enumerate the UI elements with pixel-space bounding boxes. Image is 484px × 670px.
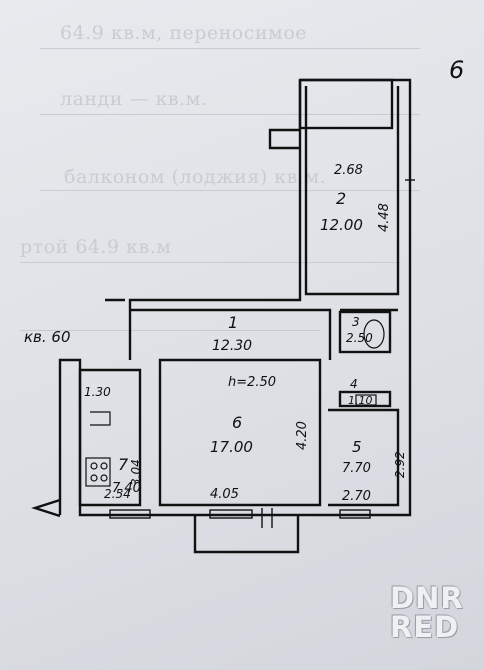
form-line: [40, 48, 420, 49]
background-form-text: балконом (лоджия) кв.м.: [64, 166, 327, 188]
form-line: [40, 190, 420, 191]
room-area: 17.00: [210, 438, 253, 456]
room-number: 2: [336, 189, 346, 208]
room-number: 4: [350, 377, 358, 391]
form-line: [40, 114, 420, 115]
form-line: [20, 330, 320, 331]
background-form-text: ланди — кв.м.: [60, 88, 208, 110]
room-number: 6: [232, 413, 242, 432]
dim-label: 2.70: [342, 489, 371, 504]
room-number: 1: [228, 313, 238, 332]
dim-label: 4.20: [295, 421, 310, 450]
background-form-text: 64.9 кв.м, переносимое: [60, 22, 307, 44]
room-number: 5: [352, 438, 362, 456]
dim-label: 4.48: [377, 203, 392, 232]
watermark-logo: DNR RED: [390, 581, 464, 644]
room-area: 2.50: [346, 331, 373, 345]
room-number: 3: [352, 315, 360, 329]
room-area: 7.70: [342, 461, 371, 476]
form-line: [20, 262, 400, 263]
room-height: h=2.50: [228, 375, 276, 390]
room-area: 12.30: [212, 338, 252, 354]
dim-label: 2.92: [393, 451, 407, 478]
room-area: 12.00: [320, 216, 363, 234]
background-form-text: ртой 64.9 кв.м: [20, 236, 172, 258]
room-area: 7.40: [112, 481, 141, 496]
apartment-label: кв. 60: [24, 328, 71, 346]
dim-label: 4.05: [210, 487, 239, 502]
room-number: 7: [118, 455, 129, 474]
dim-label: 2.68: [334, 163, 363, 178]
room-area: 1.10: [348, 394, 373, 407]
dim-label: 3.04: [129, 459, 143, 486]
dim-label: 1.30: [84, 385, 111, 399]
dim-label: 2.54: [104, 487, 131, 501]
sheet-number: 6: [449, 56, 465, 84]
